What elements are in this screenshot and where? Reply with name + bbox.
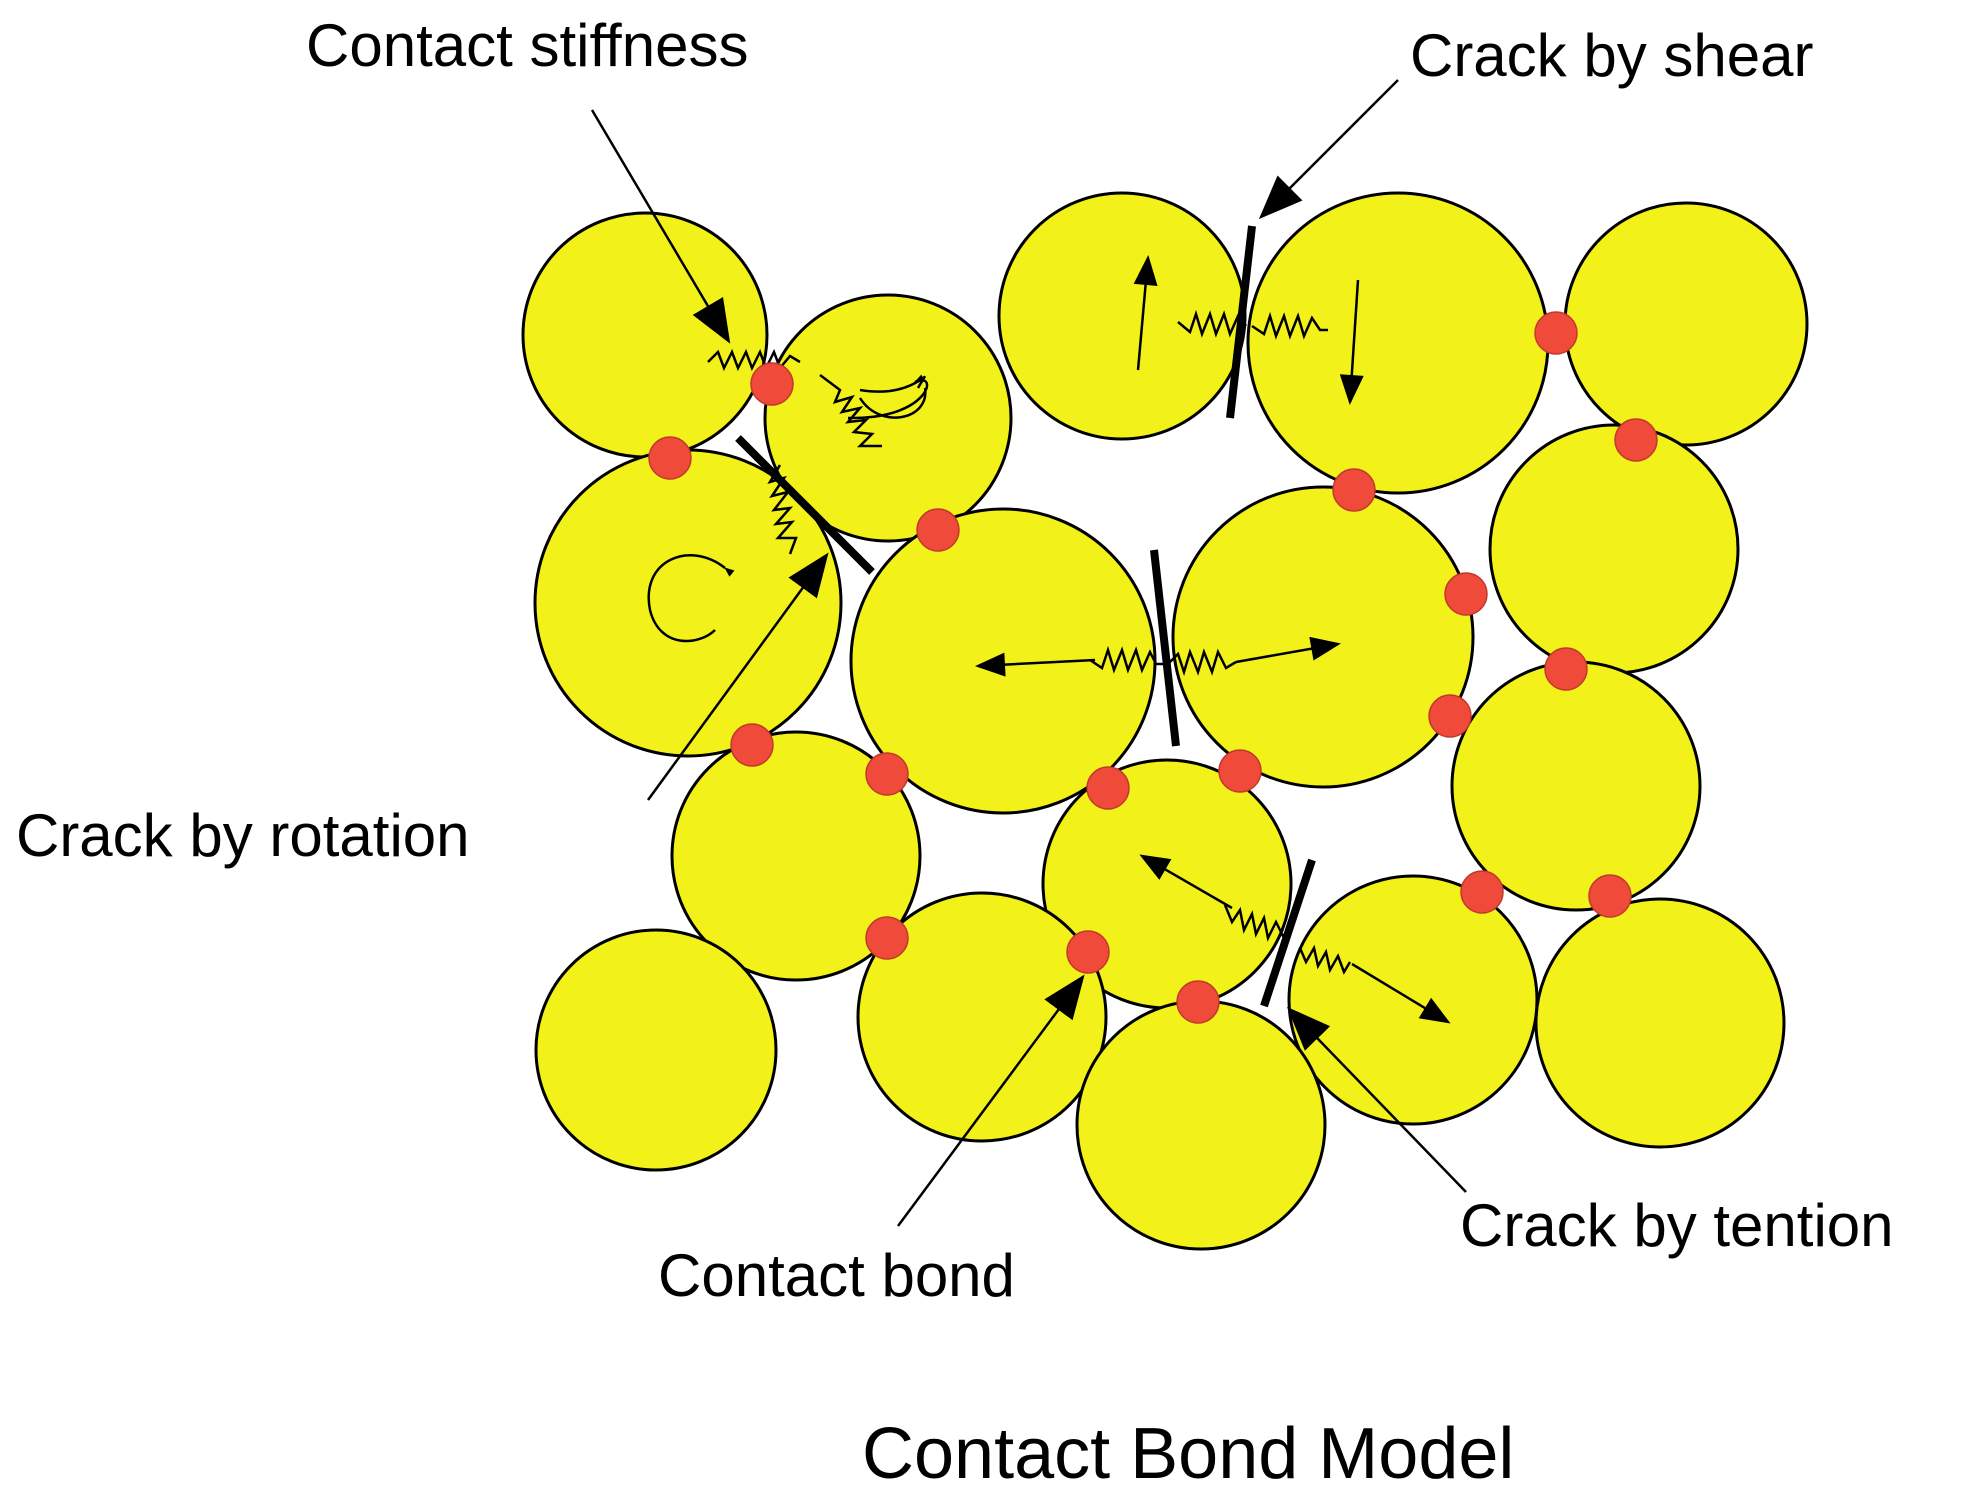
labels-group: Contact stiffness Crack by shear Crack b… (16, 12, 1894, 1492)
contact-bond-dot (1460, 870, 1504, 914)
label-contact-stiffness: Contact stiffness (306, 12, 748, 79)
particle (534, 928, 778, 1172)
contact-spring (1167, 648, 1237, 677)
crack-tension (1260, 858, 1316, 1008)
contact-bond-dot (1534, 311, 1578, 355)
label-contact-bond: Contact bond (658, 1242, 1015, 1309)
crack-rotation (735, 435, 875, 575)
contact-bond-dot (1086, 766, 1130, 810)
crack-rotation-pointer (646, 552, 829, 801)
label-crack-by-shear: Crack by shear (1410, 22, 1813, 89)
label-crack-by-rotation: Crack by rotation (16, 802, 470, 869)
contact-bond-dot (916, 508, 960, 552)
contact-spring (1251, 311, 1328, 340)
contact-bond-dot (730, 723, 774, 767)
contact-spring (1177, 309, 1247, 338)
particle (856, 891, 1108, 1143)
particle (1488, 423, 1740, 675)
callout-arrows-group (590, 79, 1467, 1227)
contact-bond-dot (1544, 647, 1588, 691)
contact-bond-dot (1614, 418, 1658, 462)
contact-bond-dot (1428, 694, 1472, 738)
force-arrow (1133, 255, 1158, 371)
particle (521, 211, 769, 459)
contact-bond-dot (1066, 930, 1110, 974)
contact-bond-dot (1444, 572, 1488, 616)
contact-spring (1223, 904, 1286, 942)
label-crack-by-tention: Crack by tention (1460, 1192, 1894, 1259)
contact-spring (1089, 645, 1164, 674)
contact-bond-dot (750, 362, 794, 406)
rotation-arrow (847, 374, 929, 420)
contact-stiffness-pointer (590, 109, 731, 344)
contact-bond-dot (648, 436, 692, 480)
contact-bond-dot (1218, 749, 1262, 793)
contact-bond-dot (1176, 980, 1220, 1024)
rotation-arrows-group (647, 374, 929, 643)
crack-shear (1226, 225, 1256, 419)
contact-spring (1298, 944, 1352, 975)
force-arrows-group (975, 255, 1451, 1024)
particle (1246, 191, 1550, 495)
bonds-group (648, 311, 1658, 1024)
particle (1075, 999, 1327, 1251)
contact-bond-pointer (896, 974, 1085, 1227)
diagram-title: Contact Bond Model (862, 1414, 1514, 1492)
force-arrow (975, 652, 1096, 677)
force-arrow (1351, 962, 1451, 1024)
particle (670, 730, 922, 982)
cracks-group (735, 225, 1316, 1008)
contact-bond-dot (1588, 874, 1632, 918)
force-arrow (1139, 854, 1233, 910)
contact-spring (819, 374, 882, 448)
contact-bond-dot (865, 916, 909, 960)
contact-bond-dot (865, 752, 909, 796)
rotation-arrow (647, 554, 735, 643)
particle (1563, 201, 1809, 447)
springs-group (707, 309, 1352, 975)
particle (1171, 485, 1475, 789)
force-arrow (1235, 636, 1341, 664)
crack-shear-pointer (1258, 79, 1399, 220)
force-arrow (1339, 279, 1364, 405)
crack-tension-pointer (1286, 1006, 1467, 1193)
particles-group (521, 191, 1809, 1251)
contact-bond-dot (1332, 468, 1376, 512)
particle (1534, 897, 1786, 1149)
crack-center (1150, 549, 1180, 747)
